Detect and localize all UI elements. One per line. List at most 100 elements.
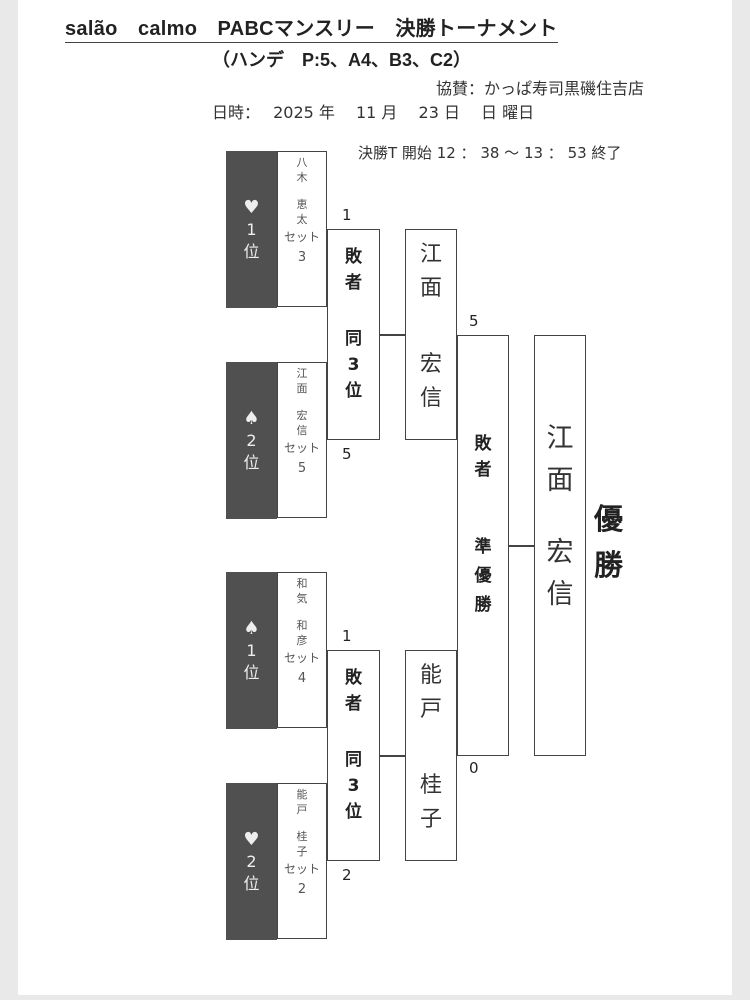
runner-up-label-char: 準 [474, 537, 492, 557]
player-family-name-char: 八 [296, 156, 308, 169]
spade-suit-icon: ♠ [243, 617, 260, 639]
set-label: セット [283, 651, 320, 665]
player-family-name-char: 面 [296, 382, 308, 395]
final-score: 5 [469, 312, 479, 330]
loser-label-char: 者 [345, 273, 362, 293]
final-loser-label-char: 敗 [474, 434, 492, 454]
seed-rank: 2 [246, 430, 257, 450]
match-score: 1 [342, 206, 352, 224]
semifinal-winner-box: 江面宏信 [405, 229, 457, 440]
loser-label: 敗者 [345, 244, 362, 296]
player-given-name-char: 桂 [296, 830, 308, 843]
third-place-label-char: 3 [347, 776, 360, 796]
champion-label-char: 勝 [594, 548, 624, 582]
page-title: salão calmo PABCマンスリー 決勝トーナメント [65, 12, 558, 43]
seed-rank-suffix: 位 [243, 873, 260, 893]
bracket-line [380, 334, 405, 336]
seed-rank-suffix: 位 [243, 452, 260, 472]
heart-suit-icon: ♥ [243, 828, 260, 850]
third-place-label: 同 3 位 [345, 326, 362, 404]
champion-name-char: 江 [546, 423, 574, 454]
winner-name-char: 子 [419, 807, 442, 832]
third-place-label-char: 3 [347, 355, 360, 375]
loser-label-char: 敗 [345, 668, 362, 688]
winner-name-char: 能 [419, 663, 442, 688]
champion-box: 江面宏信 [534, 335, 586, 756]
winner-name-char: 戸 [419, 697, 442, 722]
seed-rank: 1 [246, 219, 257, 239]
third-place-label-char: 同 [345, 329, 362, 349]
player-given-name-char: 恵 [296, 198, 308, 211]
winner-name-char: 信 [419, 386, 442, 411]
loser-label: 敗者 [345, 665, 362, 717]
player-family-name-char: 気 [296, 592, 308, 605]
third-place-label-char: 位 [345, 802, 362, 822]
spade-suit-icon: ♠ [243, 407, 260, 429]
final-loser-label: 敗者 [475, 431, 492, 483]
event-date: 日時： 2025 年 11 月 23 日 日 曜日 [212, 103, 535, 122]
player-given-name-char: 彦 [296, 634, 308, 647]
set-label: セット [283, 862, 320, 876]
heart-suit-icon: ♥ [243, 196, 260, 218]
player-given-name-char: 太 [296, 213, 308, 226]
set-number: 3 [297, 250, 307, 265]
player-family-name-char: 能 [296, 788, 308, 801]
winner-name-char: 桂 [419, 773, 442, 798]
champion-name-char: 宏 [546, 537, 574, 568]
champion-label-char: 優 [594, 502, 624, 536]
match-score: 5 [342, 445, 352, 463]
player-family-name-char: 江 [296, 367, 308, 380]
player-given-name-char: 信 [296, 424, 308, 437]
third-place-label: 同 3 位 [345, 747, 362, 825]
player-family-name-char: 戸 [296, 803, 308, 816]
set-label: セット [283, 441, 320, 455]
match-score: 2 [342, 866, 352, 884]
third-place-label-char: 位 [345, 381, 362, 401]
bracket-line [380, 755, 405, 757]
semifinal-match-box: 敗者同 3 位 [327, 650, 380, 861]
champion-name-char: 信 [546, 579, 574, 610]
final-match-box: 敗者準優勝 [457, 335, 509, 756]
player-family-name-char: 和 [296, 577, 308, 590]
seed-rank: 1 [246, 640, 257, 660]
tournament-time: 決勝T 開始 12 ： 38 ～ 13 ： 53 終了 [358, 144, 622, 162]
runner-up-label-char: 優 [474, 566, 492, 586]
player-given-name-char: 和 [296, 619, 308, 632]
set-number: 5 [297, 461, 307, 476]
player-family-name-char: 木 [296, 171, 308, 184]
set-label: セット [283, 230, 320, 244]
champion-label: 優勝 [594, 496, 623, 588]
handicap-subtitle: （ハンデ P:5、A4、B3、C2） [212, 50, 472, 70]
champion-name-char: 面 [546, 465, 574, 496]
winner-name-char: 宏 [419, 352, 442, 377]
runner-up-label: 準優勝 [475, 533, 492, 620]
loser-label-char: 敗 [345, 247, 362, 267]
seed-rank-suffix: 位 [243, 241, 260, 261]
player-given-name-char: 子 [296, 845, 308, 858]
final-loser-label-char: 者 [474, 460, 492, 480]
winner-name-char: 江 [419, 242, 442, 267]
runner-up-label-char: 勝 [474, 595, 492, 615]
set-number: 4 [297, 671, 307, 686]
seed-rank-suffix: 位 [243, 662, 260, 682]
loser-label-char: 者 [345, 694, 362, 714]
third-place-label-char: 同 [345, 750, 362, 770]
match-score: 1 [342, 627, 352, 645]
player-name-box: 八木恵太セット 3 [277, 151, 327, 307]
bracket-line [509, 545, 534, 547]
semifinal-winner-box: 能戸桂子 [405, 650, 457, 861]
final-score: 0 [469, 759, 479, 777]
semifinal-match-box: 敗者同 3 位 [327, 229, 380, 440]
set-number: 2 [297, 882, 307, 897]
sponsor-text: 協賛：かっぱ寿司黒磯住吉店 [436, 79, 645, 98]
seed-rank: 2 [246, 851, 257, 871]
player-name-box: 江面宏信セット 5 [277, 362, 327, 518]
winner-name-char: 面 [419, 276, 442, 301]
player-given-name-char: 宏 [296, 409, 308, 422]
player-name-box: 能戸桂子セット 2 [277, 783, 327, 939]
